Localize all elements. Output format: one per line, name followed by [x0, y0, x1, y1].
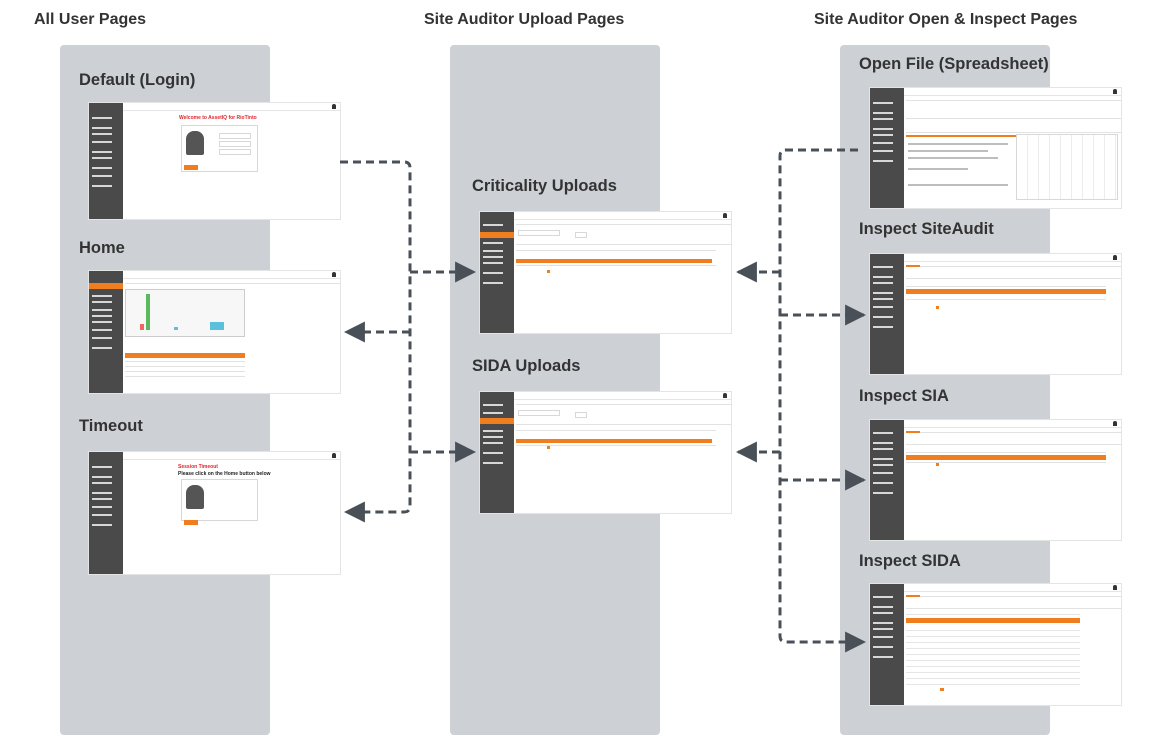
thumb-topbar — [904, 420, 1121, 428]
thumb-topbar — [123, 452, 340, 460]
sia-selected-row — [906, 455, 1106, 460]
criticality-selected-row — [516, 259, 712, 263]
inspect-siteaudit-thumbnail — [870, 254, 1121, 374]
sida-selected-row — [516, 439, 712, 443]
column-title-upload-pages: Site Auditor Upload Pages — [424, 11, 625, 28]
login-welcome-heading: Welcome to AssetIQ for RioTinto — [179, 115, 257, 121]
login-domain-field — [219, 149, 251, 155]
thumb-sidebar — [870, 254, 904, 374]
section-title-login: Default (Login) — [79, 71, 196, 89]
thumb-topbar — [904, 584, 1121, 592]
login-username-field — [219, 133, 251, 139]
connector-right-bus — [778, 148, 867, 653]
timeout-subheading: Please click on the Home button below — [178, 471, 271, 477]
home-table-header — [125, 353, 245, 358]
inspect-sida-thumbnail — [870, 584, 1121, 705]
thumb-sidebar — [870, 420, 904, 540]
timeout-page-thumbnail: Session Timeout Please click on the Home… — [89, 452, 340, 574]
thumb-sidebar — [870, 88, 904, 208]
timeout-heading: Session Timeout — [178, 464, 218, 470]
sida-inspect-selected-row — [906, 618, 1080, 623]
home-bar-chart — [125, 289, 245, 337]
section-title-inspect-sia: Inspect SIA — [859, 387, 949, 405]
timeout-user-photo — [186, 485, 204, 509]
section-title-timeout: Timeout — [79, 417, 143, 435]
spreadsheet-top-bar — [906, 135, 1016, 137]
section-title-criticality-uploads: Criticality Uploads — [472, 177, 617, 195]
thumb-sidebar — [480, 212, 514, 333]
column-title-open-inspect-pages: Site Auditor Open & Inspect Pages — [814, 11, 1078, 28]
lane-upload-pages — [450, 45, 660, 735]
sida-uploads-thumbnail — [480, 392, 731, 513]
section-title-open-file: Open File (Spreadsheet) — [859, 55, 1049, 73]
timeout-home-button — [184, 520, 198, 525]
thumb-topbar — [904, 254, 1121, 262]
thumb-topbar — [904, 88, 1121, 96]
login-button — [184, 165, 198, 170]
login-page-thumbnail: Welcome to AssetIQ for RioTinto — [89, 103, 340, 219]
thumb-topbar — [123, 271, 340, 279]
section-title-inspect-sida: Inspect SIDA — [859, 552, 961, 570]
section-title-sida-uploads: SIDA Uploads — [472, 357, 581, 375]
thumb-topbar — [514, 392, 731, 400]
thumb-sidebar — [89, 103, 123, 219]
column-title-all-user-pages: All User Pages — [34, 11, 147, 28]
login-password-field — [219, 141, 251, 147]
thumb-sidebar — [480, 392, 514, 513]
connector-login-bus — [340, 160, 412, 523]
thumb-topbar — [514, 212, 731, 220]
thumb-topbar — [123, 103, 340, 111]
criticality-uploads-thumbnail — [480, 212, 731, 333]
thumb-sidebar — [89, 271, 123, 393]
section-title-home: Home — [79, 239, 125, 257]
home-page-thumbnail — [89, 271, 340, 393]
open-file-thumbnail — [870, 88, 1121, 208]
login-user-photo — [186, 131, 204, 155]
inspect-sia-thumbnail — [870, 420, 1121, 540]
thumb-sidebar — [89, 452, 123, 574]
siteaudit-selected-row — [906, 289, 1106, 294]
spreadsheet-grid — [1016, 134, 1118, 200]
section-title-inspect-siteaudit: Inspect SiteAudit — [859, 220, 994, 238]
thumb-sidebar — [870, 584, 904, 705]
